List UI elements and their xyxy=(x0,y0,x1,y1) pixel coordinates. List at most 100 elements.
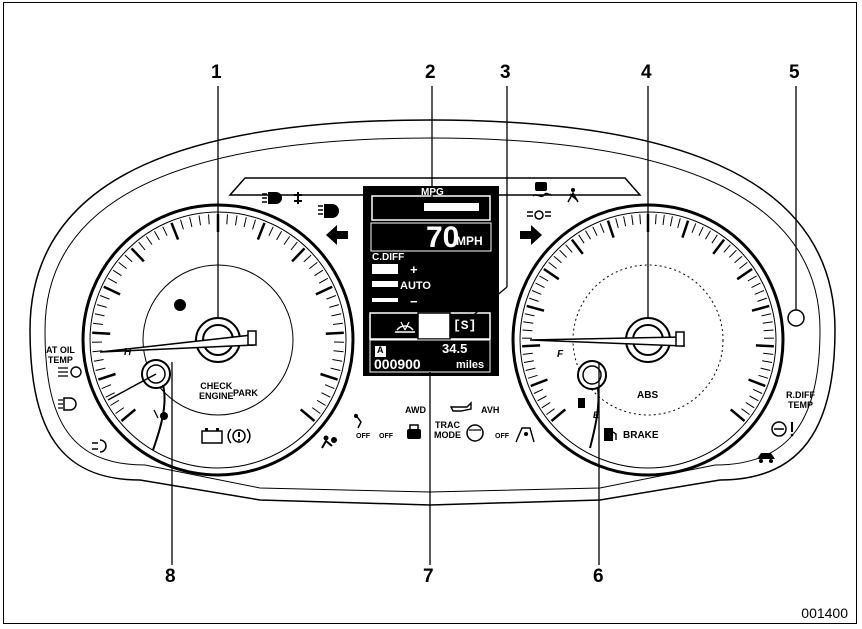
gauge-tick xyxy=(99,295,110,300)
gauge-tick xyxy=(522,329,533,332)
gauge-tick xyxy=(655,214,657,225)
gauge-tick xyxy=(599,223,605,233)
trip-value: 34.5 xyxy=(442,341,468,356)
gauge-tick xyxy=(745,401,755,409)
gauge-tick xyxy=(578,234,585,244)
gauge-tick xyxy=(763,352,774,355)
high-beam-icon xyxy=(318,204,339,218)
gauge-tick xyxy=(761,313,772,317)
gauge-tick xyxy=(145,236,153,245)
gauge-tick xyxy=(311,407,321,414)
gauge-tick xyxy=(751,304,770,312)
vdc-icon xyxy=(532,182,552,198)
brake-warning-icon xyxy=(227,428,251,444)
gauge-tick xyxy=(118,262,127,269)
gauge-tick xyxy=(226,214,228,225)
odometer-unit: miles xyxy=(456,359,485,371)
off-label-2: OFF xyxy=(379,433,393,440)
gauge-tick xyxy=(316,399,326,406)
gauge-tick xyxy=(537,395,547,402)
callout-2: 2 xyxy=(425,62,436,83)
gauge-tick xyxy=(283,236,291,245)
mpg-label: MPG xyxy=(421,187,444,198)
gauge-tick xyxy=(124,254,133,263)
gauge-tick xyxy=(546,408,555,416)
cdiff-auto: AUTO xyxy=(400,280,431,292)
gauge-tick xyxy=(752,388,763,394)
gauge-tick xyxy=(523,321,534,324)
gauge-tick xyxy=(550,408,567,422)
gauge-tick xyxy=(548,262,557,269)
odometer-value: 000900 xyxy=(374,356,421,372)
gauge-tick xyxy=(120,408,137,422)
gauge-tick xyxy=(276,230,283,241)
gauge-tick xyxy=(95,367,106,371)
gauge-tick xyxy=(747,275,757,282)
auto-headlight-icon xyxy=(58,397,77,411)
gauge-tick xyxy=(729,249,737,258)
gauge-tick xyxy=(723,244,731,253)
gauge-tick xyxy=(291,247,306,263)
callout-3: 3 xyxy=(500,62,511,83)
left-turn-arrow-icon xyxy=(326,225,348,245)
callout-8: 8 xyxy=(165,566,176,587)
gauge-tick xyxy=(315,285,333,296)
gear-indicator: [S] xyxy=(453,318,477,333)
gauge-tick xyxy=(523,360,534,363)
avh-label: AVH xyxy=(481,405,500,415)
gauge-tick xyxy=(606,220,615,238)
gauge-tick xyxy=(189,217,193,228)
gauge-tick xyxy=(105,392,115,398)
park-label: PARK xyxy=(233,388,258,398)
gauge-tick xyxy=(252,219,256,230)
gauge-tick xyxy=(691,223,697,233)
gauge-tick xyxy=(535,282,545,289)
gauge-tick xyxy=(755,344,774,348)
gauge-tick xyxy=(751,282,761,289)
gauge-tick xyxy=(331,313,342,317)
callout-4: 4 xyxy=(641,62,652,83)
gauge-tick xyxy=(321,392,331,398)
gauge-tick xyxy=(533,388,544,394)
low-fuel-icon xyxy=(604,428,617,441)
gauge-tick xyxy=(103,285,121,296)
gauge-tick xyxy=(92,350,103,353)
gauge-tick xyxy=(698,226,704,236)
gauge-tick xyxy=(631,215,634,226)
gauge-tick xyxy=(565,244,573,253)
steering-warning-icon xyxy=(771,421,794,437)
gauge-tick xyxy=(681,220,690,238)
gauge-tick xyxy=(110,399,120,406)
hill-descent-icon xyxy=(515,427,535,443)
cluster-bezel-inner xyxy=(44,137,821,493)
speed-value: 70 xyxy=(426,221,460,254)
cdiff-plus: + xyxy=(410,262,418,277)
gauge-tick xyxy=(329,304,340,308)
gauge-tick xyxy=(623,216,627,227)
gauge-tick xyxy=(320,372,338,381)
gauge-tick xyxy=(669,216,673,227)
gauge-tick xyxy=(130,247,145,263)
gauge-tick xyxy=(615,218,619,229)
gauge-tick xyxy=(243,217,247,228)
gauge-tick xyxy=(326,295,337,300)
gauge-tick xyxy=(712,238,726,255)
gauge-tick xyxy=(162,226,168,236)
gauge-tick xyxy=(758,374,769,379)
gauge-tick xyxy=(256,222,266,241)
gauge-tick xyxy=(94,313,105,317)
gauge-tick xyxy=(760,367,771,371)
gauge-tick xyxy=(112,269,122,277)
off-label-1: OFF xyxy=(356,433,370,440)
gauge-tick xyxy=(529,297,539,302)
gauge-tick xyxy=(741,408,750,416)
gauge-tick xyxy=(711,234,718,244)
gauge-tick xyxy=(762,321,773,324)
airbag-icon xyxy=(321,435,337,449)
abs-label: ABS xyxy=(637,390,659,401)
